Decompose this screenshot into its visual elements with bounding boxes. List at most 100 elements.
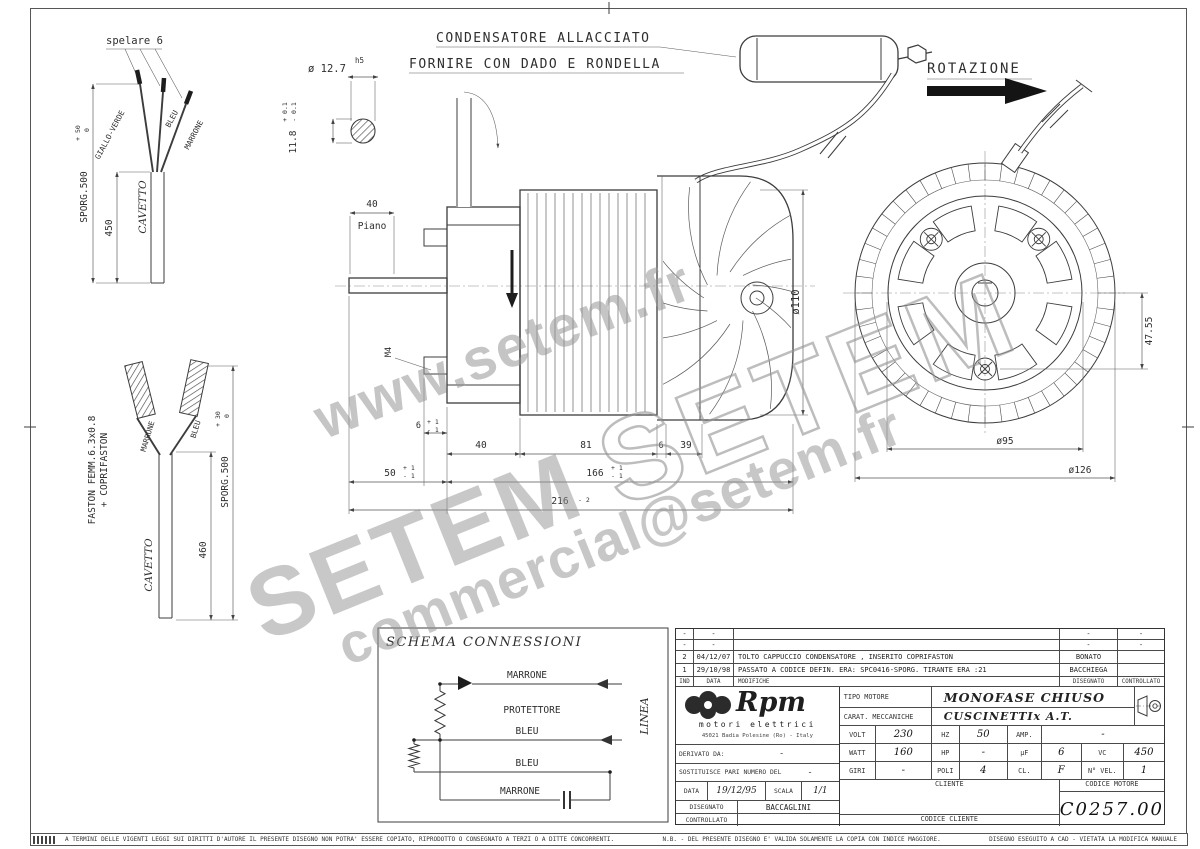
carat-label: CARAT. MECCANICHE — [840, 708, 932, 725]
protector-symbol — [458, 676, 472, 690]
footer-nb-text: N.B. - DEL PRESENTE DISEGNO E' VALIDA SO… — [662, 836, 941, 843]
vc-value: 450 — [1134, 747, 1154, 758]
sporg-tol-zero: 0 — [83, 128, 91, 132]
rotazione-label: ROTAZIONE — [927, 61, 1021, 77]
schema-bleu-2: BLEU — [516, 758, 539, 769]
rev-ind: 2 — [676, 651, 694, 663]
codice-motore-label: CODICE MOTORE — [1059, 780, 1164, 792]
rev-header-name: DISEGNATO — [1060, 677, 1118, 686]
dim-39: 39 — [680, 440, 692, 451]
schema-marrone-top: MARRONE — [507, 670, 547, 681]
rev-ind: - — [676, 640, 694, 650]
dim-450: 450 — [104, 219, 115, 236]
revision-row: 2 04/12/07 TOLTO CAPPUCCIO CONDENSATORE … — [676, 651, 1164, 664]
dim-50-tol-p: + 1 — [403, 464, 415, 472]
schema-protettore: PROTETTORE — [503, 705, 560, 716]
rev-ctrl — [1118, 651, 1164, 663]
revision-header-row: IND DATA MODIFICHE DISEGNATO CONTROLLATO — [676, 677, 1164, 687]
company-subtitle: motori elettrici — [698, 720, 816, 729]
sporg-dim: SPORG.500 — [79, 171, 90, 223]
faston-connector-left — [124, 361, 156, 419]
hz-label: HZ — [932, 726, 960, 743]
rev-ctrl — [1118, 664, 1164, 676]
frame-tick-marks — [24, 2, 1194, 428]
data-value: 19/12/95 — [716, 786, 757, 797]
controllato-row: CONTROLLATO — [676, 814, 839, 826]
disegnato-row: DISEGNATO BACCAGLINI — [676, 801, 839, 815]
capacitor-nut — [907, 44, 927, 64]
spelare-label: spelare 6 — [106, 35, 163, 47]
nvel-label: N° VEL. — [1082, 762, 1124, 779]
rev-date: 04/12/07 — [694, 651, 734, 663]
schema-title: SCHEMA CONNESSIONI — [386, 635, 582, 650]
dim-166-tol-p: + 1 — [611, 464, 623, 472]
disegnato-label: DISEGNATO — [689, 803, 724, 811]
rev-desc — [734, 640, 1060, 650]
mount-tab-top — [423, 228, 448, 247]
mount-tab-bottom — [423, 356, 448, 375]
company-logo-area: Rpm motori elettrici 45021 Badia Polesin… — [676, 687, 839, 745]
cl-value: F — [1057, 765, 1065, 776]
piano-label: Piano — [358, 221, 387, 232]
tipo-motore-row: TIPO MOTORE MONOFASE CHIUSO — [839, 687, 1164, 708]
rev-header-date: DATA — [694, 677, 734, 686]
fan-blades — [663, 181, 791, 415]
watt-label: WATT — [840, 744, 876, 761]
motor-front-view: 47.55 ø95 ø126 — [843, 79, 1155, 482]
front-housing — [446, 206, 521, 404]
sostituisce-label: SOSTITUISCE PARI NUMERO DEL — [679, 769, 782, 777]
schema-box — [377, 627, 669, 823]
scala-label: SCALA — [774, 787, 793, 795]
capacitor-cable — [694, 72, 896, 184]
wire-label-marrone: MARRONE — [182, 118, 205, 151]
codice-motore-cell: CODICE MOTORE C0257.00 — [1059, 780, 1164, 826]
disegnato-value: BACCAGLINI — [765, 802, 811, 812]
wire-arrow-2 — [600, 735, 612, 745]
fit-h5: h5 — [355, 56, 364, 65]
rev-desc: TOLTO CAPPUCCIO CONDENSATORE , INSERITO … — [734, 651, 1060, 663]
dim-166: 166 — [586, 468, 603, 479]
rev-header-desc: MODIFICHE — [734, 677, 1060, 686]
dim-166-tol-m: - 1 — [611, 472, 623, 480]
rev-name: BACCHIEGA — [1060, 664, 1118, 676]
wire-arrow-1 — [596, 679, 608, 689]
capacitor-body — [739, 35, 899, 83]
rev-ind: - — [676, 629, 694, 639]
cover-screws — [919, 227, 1051, 381]
resistor-2 — [407, 743, 421, 769]
wiring-schema: SCHEMA CONNESSIONI LINEA MARRONE PROTETT… — [377, 627, 669, 823]
dim-6b: 6 — [658, 441, 663, 451]
title-block-right: TIPO MOTORE MONOFASE CHIUSO CARAT. MECCA… — [839, 687, 1164, 826]
rev-name: - — [1060, 640, 1118, 650]
schema-marrone-bottom: MARRONE — [500, 786, 540, 797]
resistor-1 — [433, 690, 447, 735]
dim-6a-tol-p: + 1 — [427, 418, 439, 426]
watt-value: 160 — [893, 747, 913, 758]
rev-ctrl: - — [1138, 641, 1144, 649]
data-scala-row: DATA 19/12/95 SCALA 1/1 — [676, 782, 839, 802]
data-label: DATA — [683, 787, 700, 795]
dim-6a-tol-m: - 1 — [427, 426, 439, 434]
uf-label: μF — [1008, 744, 1042, 761]
registration-mark — [33, 836, 57, 844]
shaft-section-detail: ø 12.7 h5 11.8 + 0.1 - 0.1 — [281, 56, 379, 153]
title-block: - - - - - - - - 2 04/12/07 TOLTO CAPPUCC… — [675, 628, 1165, 826]
faston-label-1: FASTON FEMM.6.3x0.8 — [87, 415, 98, 524]
rev-date: 29/10/98 — [694, 664, 734, 676]
faston-label-2: + COPRIFASTON — [99, 433, 110, 508]
footer-strip: A TERMINI DELLE VIGENTI LEGGI SUI DIRITT… — [30, 833, 1188, 846]
hp-value: - — [981, 747, 985, 758]
dim-216-tol-m: - 2 — [578, 496, 590, 504]
controllato-label: CONTROLLATO — [685, 816, 728, 824]
sporg-tol-plus-2: + 30 — [214, 411, 222, 427]
company-address: 45021 Badia Polesine (Ro) - Italy — [701, 733, 813, 739]
rotation-arrow — [927, 78, 1047, 104]
amp-label: AMP. — [1008, 726, 1042, 743]
condensatore-line1: CONDENSATORE ALLACCIATO — [436, 31, 651, 46]
dim-118-tol-minus: - 0.1 — [290, 102, 298, 122]
volt-row: VOLT 230 HZ 50 AMP. - — [839, 726, 1164, 744]
faston-cable-detail: MARRONE BLEU FASTON FEMM.6.3x0.8 + COPRI… — [87, 359, 238, 621]
motor-dimensions: 6 + 1 - 1 40 81 6 39 50 + 1 - 1 166 + 1 … — [348, 296, 794, 514]
